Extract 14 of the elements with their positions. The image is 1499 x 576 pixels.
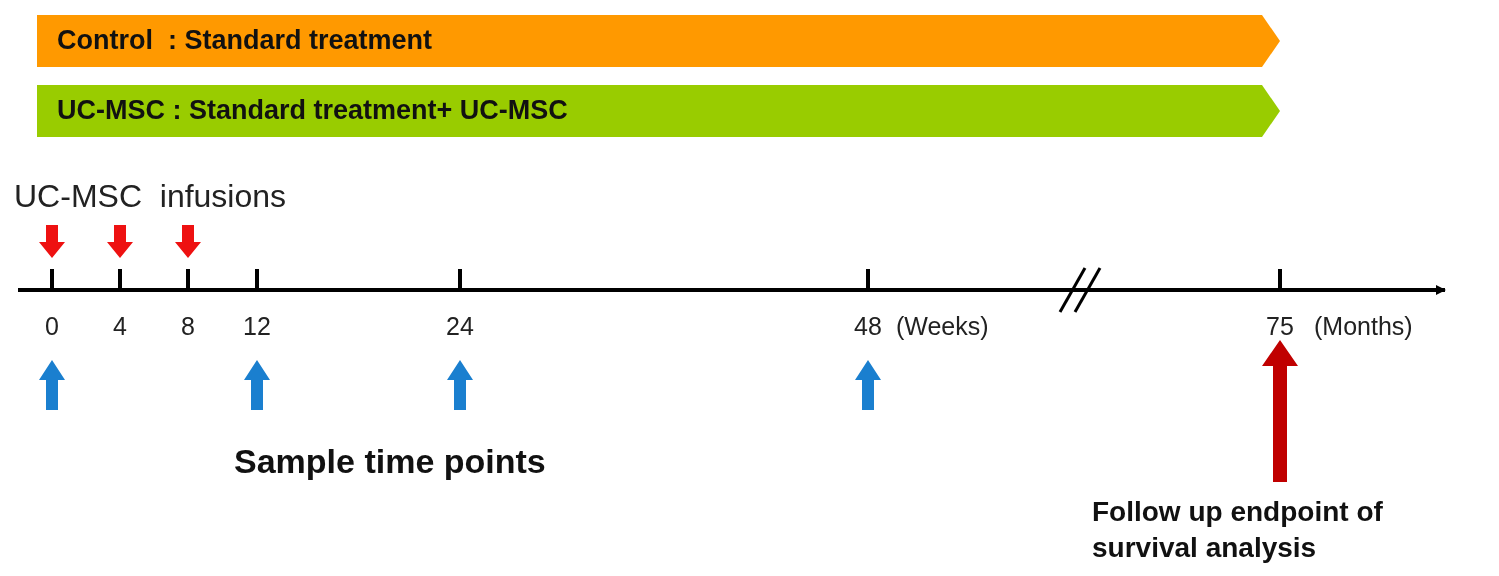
treatment-arm-band: UC-MSC : Standard treatment+ UC-MSC	[37, 85, 1280, 137]
tick-label: 24	[446, 312, 474, 341]
treatment-arm-band: Control : Standard treatment	[37, 15, 1280, 67]
unit-label: (Months)	[1314, 312, 1413, 341]
tick-label: 4	[113, 312, 127, 341]
tick-label: 48	[854, 312, 882, 341]
tick-label: 75	[1266, 312, 1294, 341]
tick-label: 8	[181, 312, 195, 341]
unit-label: (Weeks)	[896, 312, 989, 341]
tick-label: 0	[45, 312, 59, 341]
tick-label: 12	[243, 312, 271, 341]
annotation-text: UC-MSC infusions	[14, 178, 287, 215]
annotation-text: Sample time points	[234, 442, 546, 481]
annotation-text: Follow up endpoint of survival analysis	[1092, 495, 1384, 566]
